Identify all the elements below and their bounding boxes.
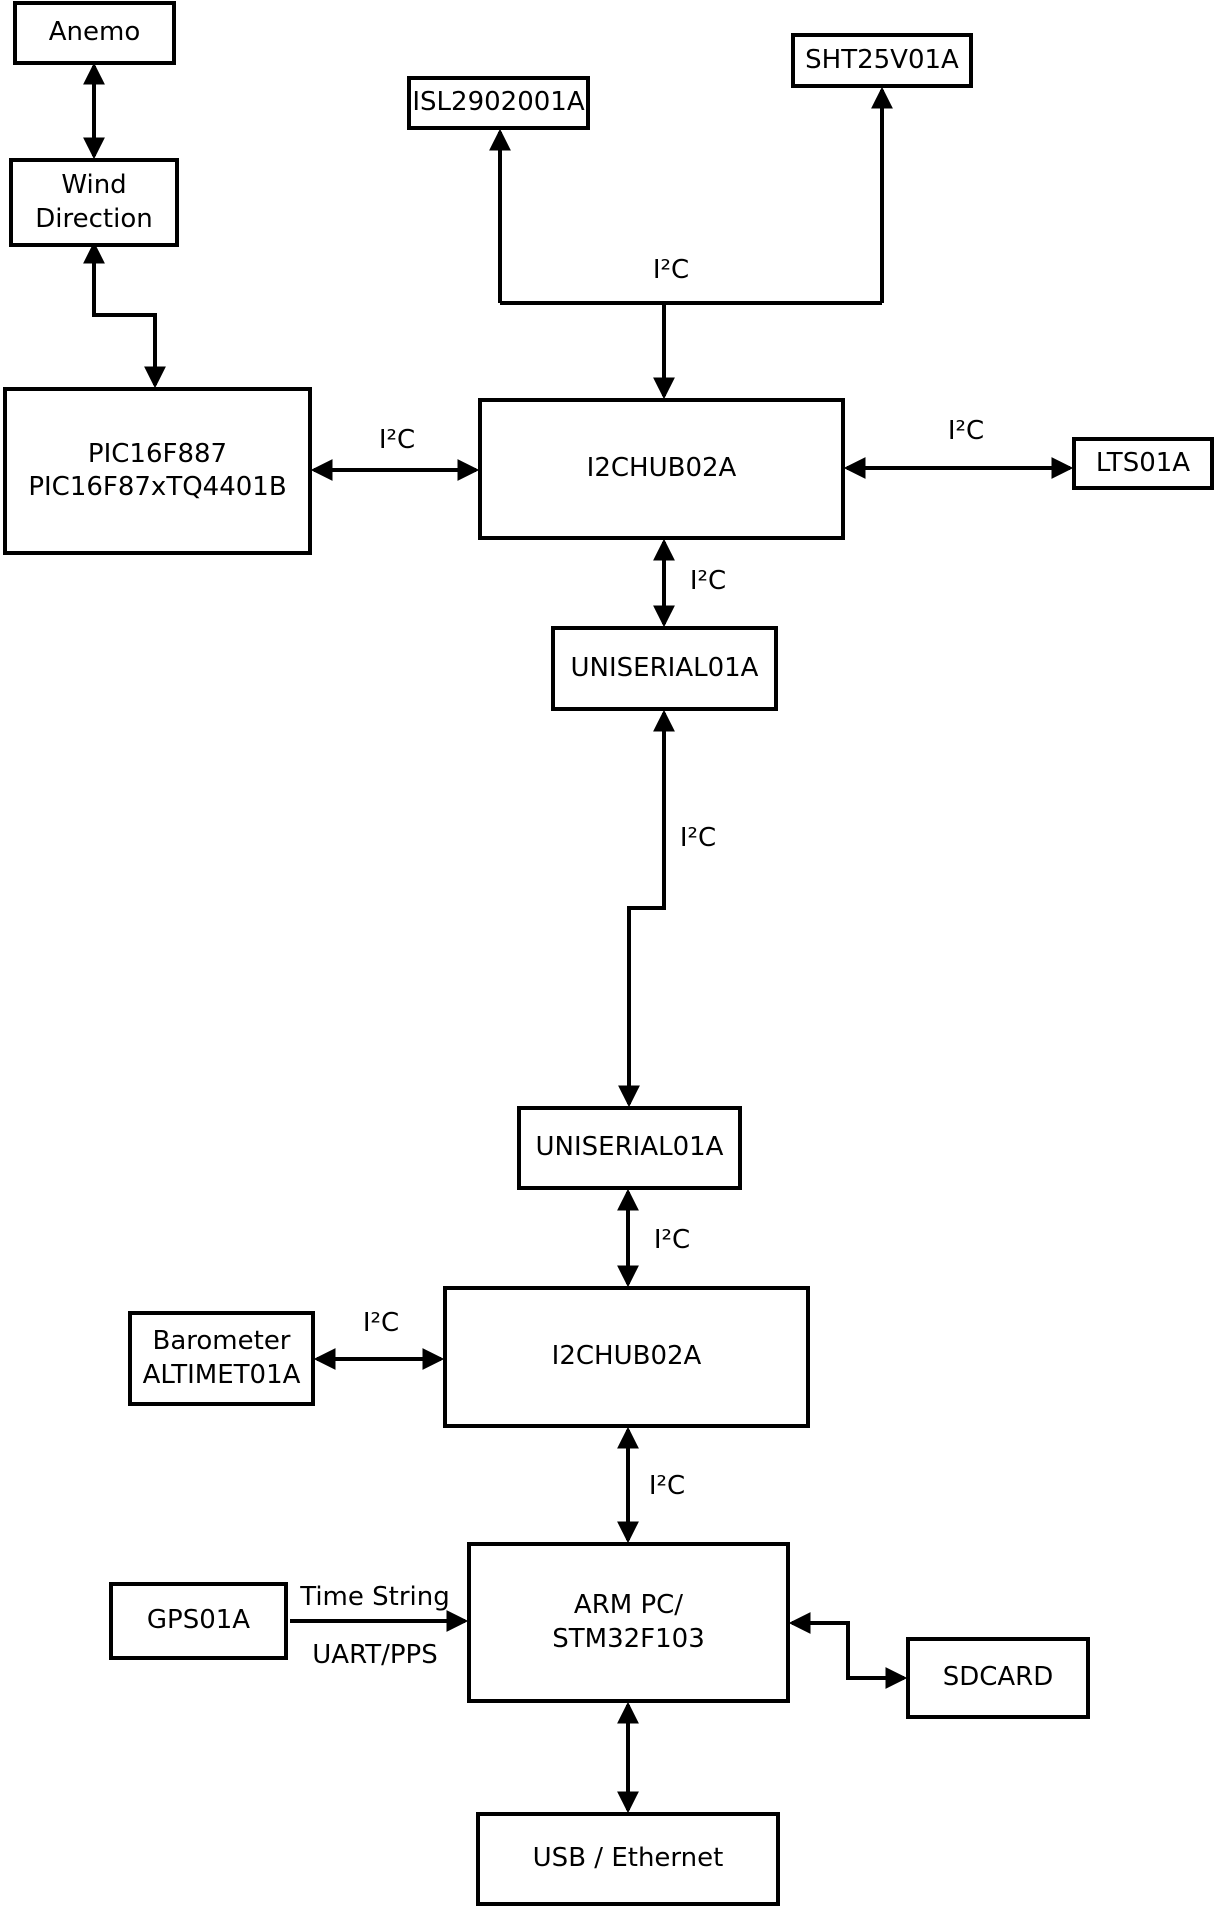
wind-direction-label-line2: Direction	[35, 203, 153, 234]
anemo-label: Anemo	[48, 17, 141, 48]
barometer-label-line1: Barometer	[152, 1326, 291, 1357]
i2chub02a-bottom-node: I2CHUB02A	[443, 1286, 810, 1428]
usb-ethernet-label: USB / Ethernet	[532, 1843, 724, 1874]
i2c-label-barometer-hub2: I²C	[362, 1308, 400, 1338]
i2c-label-pic-hub1: I²C	[378, 425, 416, 455]
lts01a-node: LTS01A	[1072, 437, 1214, 490]
barometer-label-line2: ALTIMET01A	[142, 1359, 301, 1390]
edge-uniserial1-uniserial2	[618, 709, 675, 1108]
i2chub02a-bottom-label: I2CHUB02A	[551, 1341, 702, 1372]
wind-direction-label-line1: Wind	[61, 170, 127, 201]
i2chub02a-top-label: I2CHUB02A	[586, 453, 737, 484]
usb-ethernet-node: USB / Ethernet	[476, 1812, 780, 1906]
i2c-label-hub1-uniserial1: I²C	[689, 566, 727, 596]
i2c-label-uniserial2-hub2: I²C	[653, 1225, 691, 1255]
anemo-node: Anemo	[13, 1, 176, 65]
i2c-label-hub2-arm: I²C	[648, 1471, 686, 1501]
pic16f887-node: PIC16F887 PIC16F87xTQ4401B	[3, 387, 312, 555]
uniserial01a-top-label: UNISERIAL01A	[570, 652, 759, 683]
uart-pps-label: UART/PPS	[312, 1640, 438, 1670]
sdcard-node: SDCARD	[906, 1637, 1090, 1719]
i2c-label-top-bus: I²C	[652, 255, 690, 285]
edge-arm-sdcard	[788, 1612, 908, 1689]
lts01a-label: LTS01A	[1095, 447, 1191, 478]
i2chub02a-top-node: I2CHUB02A	[478, 398, 845, 540]
sht25v01a-label: SHT25V01A	[805, 44, 959, 75]
pic16f887-label-line1: PIC16F887	[87, 438, 228, 469]
uniserial01a-top-node: UNISERIAL01A	[551, 626, 778, 711]
i2c-label-uniserial1-uniserial2: I²C	[679, 823, 717, 853]
uniserial01a-bottom-label: UNISERIAL01A	[535, 1132, 724, 1163]
arm-pc-stm32f103-node: ARM PC/ STM32F103	[467, 1542, 790, 1703]
gps01a-label: GPS01A	[146, 1605, 251, 1636]
isl2902001a-label: ISL2902001A	[412, 87, 585, 118]
arm-pc-label-line2: STM32F103	[552, 1623, 705, 1654]
isl2902001a-node: ISL2902001A	[407, 76, 590, 130]
edge-wind-pic	[83, 241, 166, 389]
pic16f887-label-line2: PIC16F87xTQ4401B	[28, 472, 287, 502]
barometer-altimet01a-node: Barometer ALTIMET01A	[128, 1311, 315, 1406]
arm-pc-label-line1: ARM PC/	[573, 1590, 684, 1621]
uniserial01a-bottom-node: UNISERIAL01A	[517, 1106, 742, 1190]
time-string-label: Time String	[300, 1582, 450, 1612]
gps01a-node: GPS01A	[109, 1582, 288, 1660]
sdcard-label: SDCARD	[942, 1662, 1054, 1693]
i2c-label-hub1-lts: I²C	[947, 416, 985, 446]
sht25v01a-node: SHT25V01A	[791, 33, 973, 88]
wind-direction-node: Wind Direction	[9, 158, 179, 247]
